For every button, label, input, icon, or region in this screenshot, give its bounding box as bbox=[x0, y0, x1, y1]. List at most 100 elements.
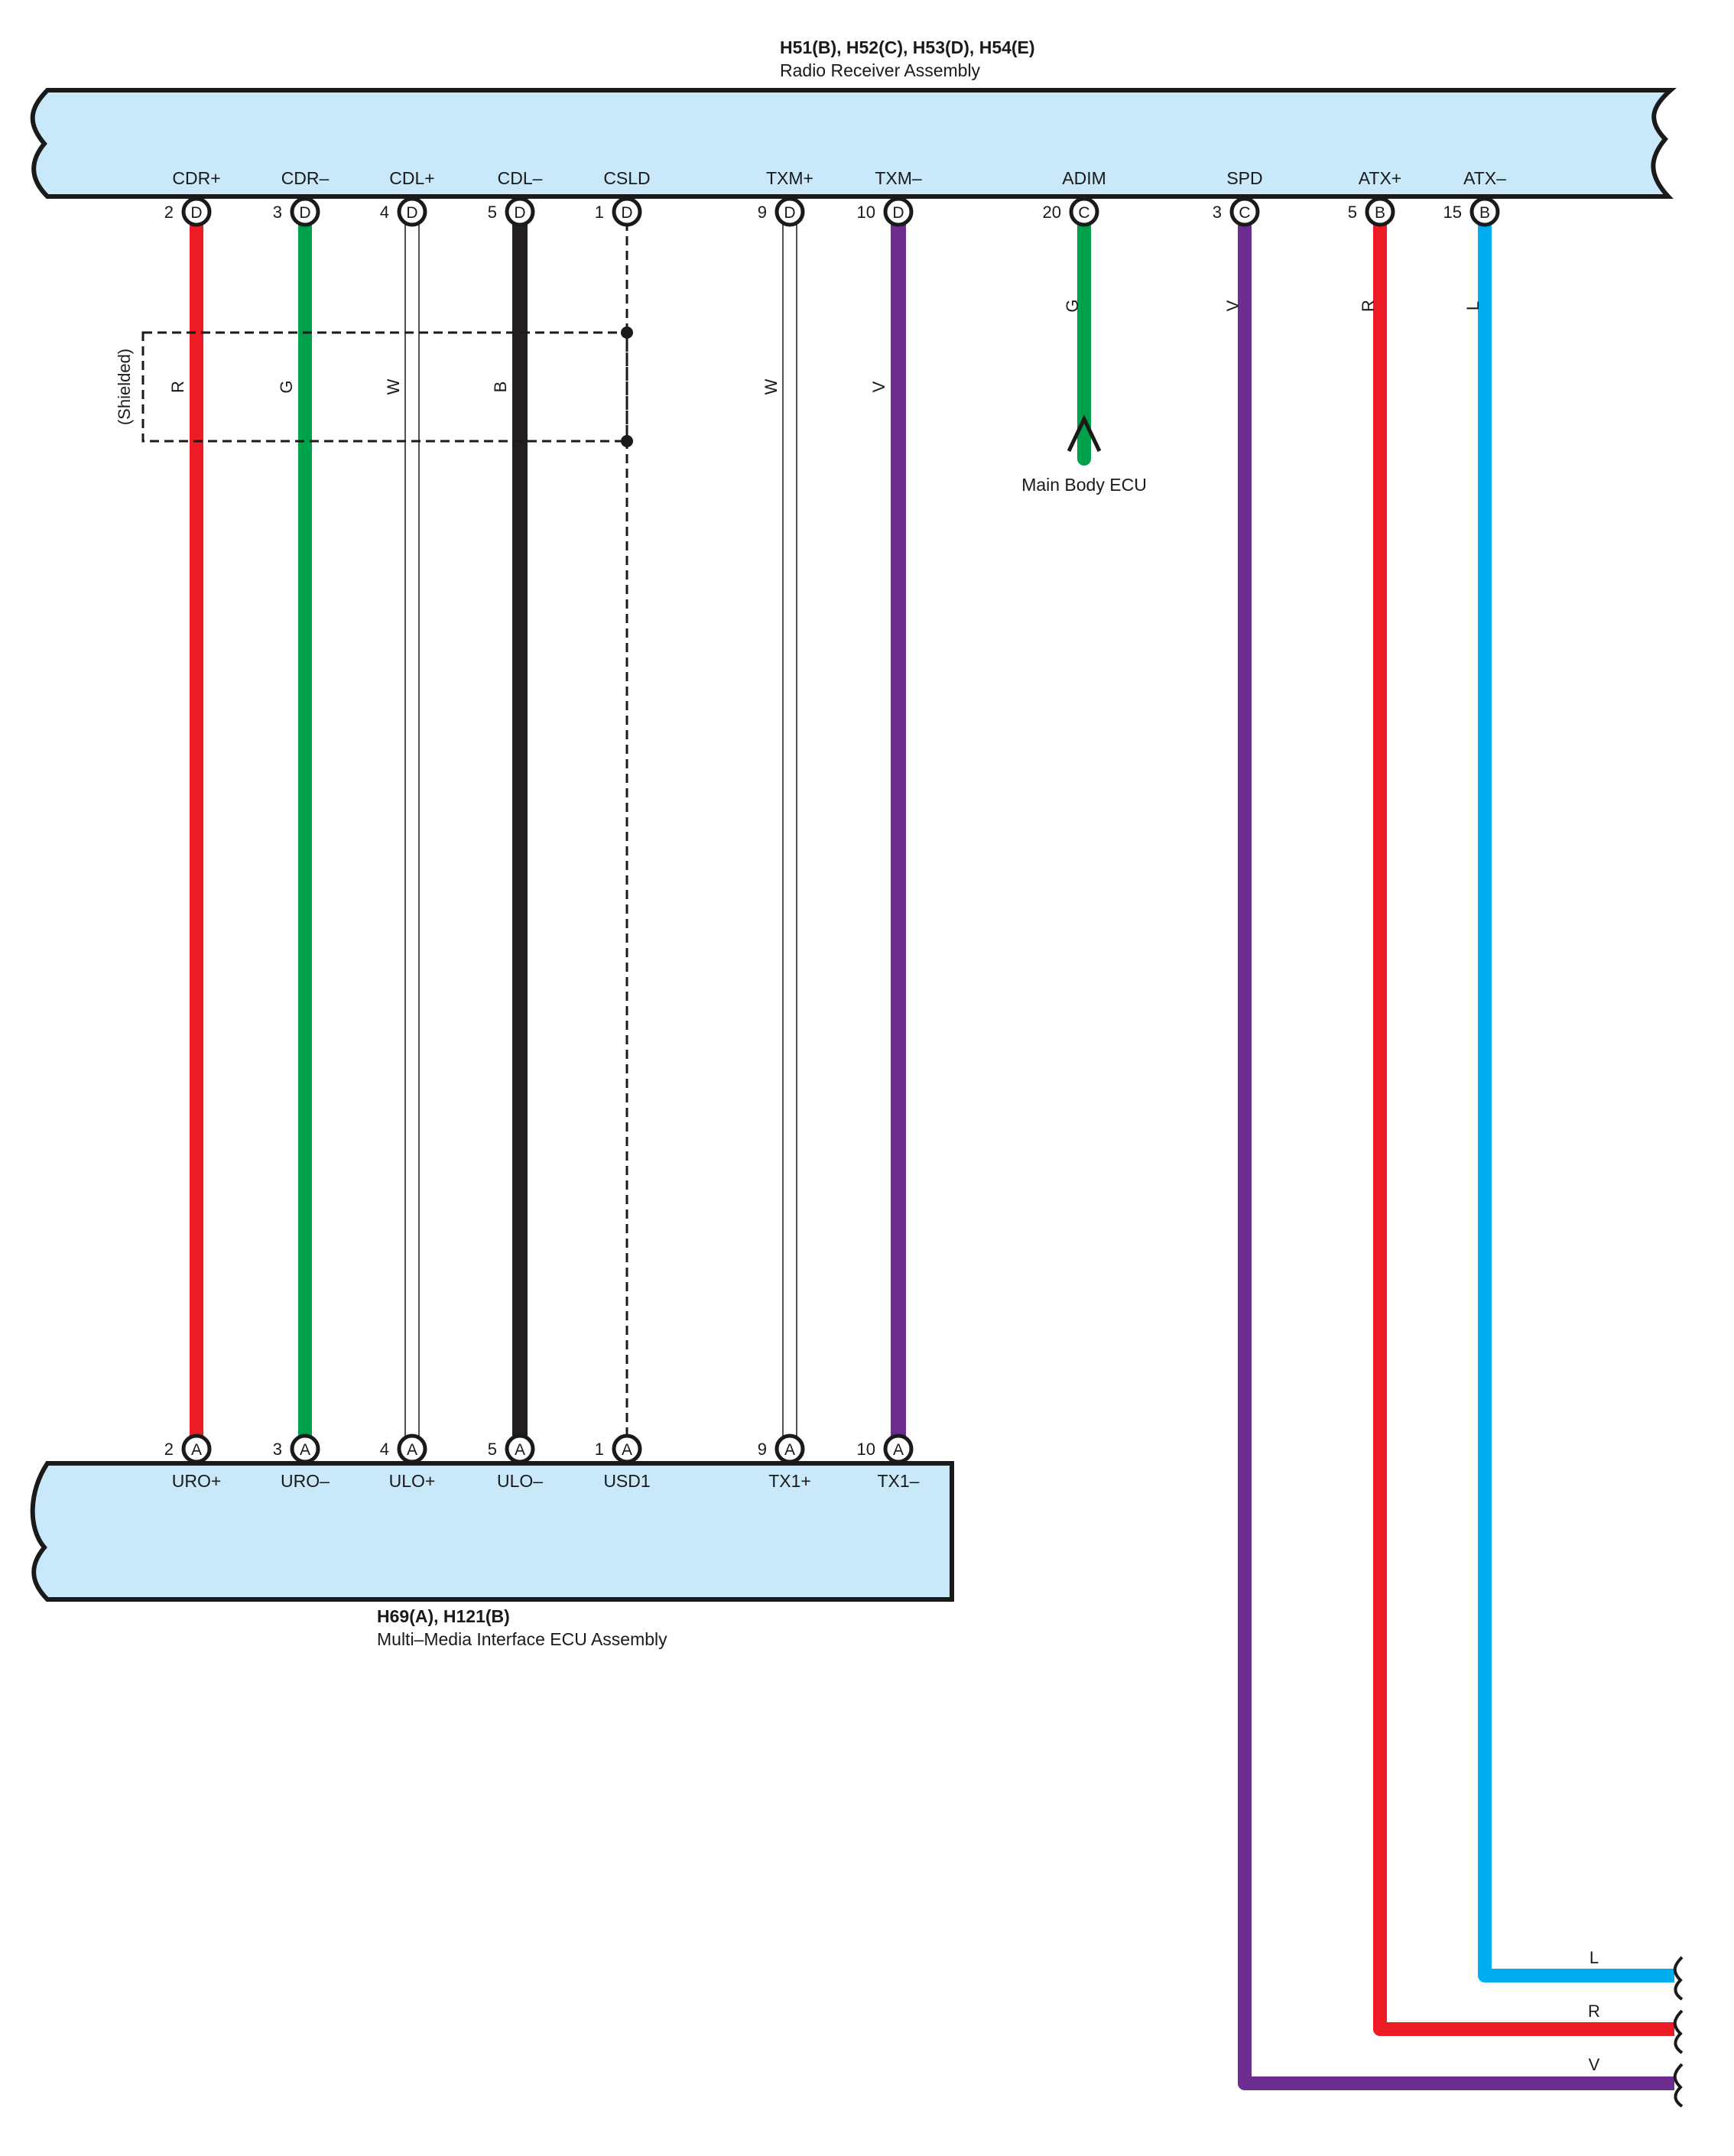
svg-text:D: D bbox=[892, 204, 904, 222]
signal-label: USD1 bbox=[603, 1471, 650, 1491]
shield-box bbox=[141, 326, 633, 447]
wire-color-label: R bbox=[168, 381, 187, 393]
svg-text:4: 4 bbox=[380, 1440, 389, 1459]
signal-label: ADIM bbox=[1062, 168, 1106, 188]
svg-text:20: 20 bbox=[1043, 203, 1061, 222]
mmi-ecu-connectors: H69(A), H121(B) bbox=[377, 1606, 510, 1626]
pin-marker: A 10 bbox=[857, 1434, 914, 1464]
svg-text:D: D bbox=[406, 204, 417, 222]
svg-text:D: D bbox=[784, 204, 795, 222]
signal-label: CDL– bbox=[498, 168, 543, 188]
svg-text:A: A bbox=[622, 1441, 632, 1459]
svg-text:3: 3 bbox=[1213, 203, 1222, 222]
svg-text:D: D bbox=[514, 204, 525, 222]
svg-text:5: 5 bbox=[488, 203, 497, 222]
radio-receiver-box bbox=[30, 88, 1677, 199]
wire-color-label: W bbox=[384, 378, 403, 395]
svg-text:3: 3 bbox=[273, 1440, 282, 1459]
svg-text:B: B bbox=[1479, 204, 1490, 222]
svg-text:D: D bbox=[299, 204, 310, 222]
wire-cdl-plus bbox=[404, 221, 420, 1450]
top-pins: D2 D3 D4 D5 D1 D9 D10 C20 C3 B5 B15 bbox=[164, 196, 1500, 227]
pin-marker: C20 bbox=[1043, 196, 1099, 227]
pin-marker: A1 bbox=[595, 1434, 642, 1464]
signal-label: CSLD bbox=[603, 168, 650, 188]
svg-text:D: D bbox=[621, 204, 632, 222]
svg-text:1: 1 bbox=[595, 203, 604, 222]
svg-text:A: A bbox=[300, 1441, 310, 1459]
svg-text:A: A bbox=[784, 1441, 795, 1459]
mmi-ecu-name: Multi–Media Interface ECU Assembly bbox=[377, 1629, 667, 1649]
pin-marker: B5 bbox=[1348, 196, 1395, 227]
svg-text:A: A bbox=[407, 1441, 417, 1459]
pin-marker: A4 bbox=[380, 1434, 427, 1464]
svg-text:9: 9 bbox=[758, 203, 767, 222]
wire-color-label: V bbox=[869, 381, 888, 392]
svg-text:C: C bbox=[1239, 204, 1250, 222]
signal-label: TX1+ bbox=[768, 1471, 811, 1491]
continuation-break-marks bbox=[1673, 1956, 1684, 2108]
wire-atx-minus bbox=[1478, 222, 1674, 1982]
signal-label: TXM+ bbox=[766, 168, 813, 188]
wire-txm-minus bbox=[891, 222, 906, 1449]
signal-label: CDR– bbox=[281, 168, 330, 188]
continue-label-l: L bbox=[1590, 1948, 1599, 1967]
top-signal-labels: CDR+ CDR– CDL+ CDL– CSLD TXM+ TXM– ADIM … bbox=[172, 168, 1506, 188]
svg-text:A: A bbox=[515, 1441, 525, 1459]
signal-label: ULO– bbox=[497, 1471, 543, 1491]
signal-label: TX1– bbox=[878, 1471, 920, 1491]
svg-text:1: 1 bbox=[595, 1440, 604, 1459]
wire-cdl-minus bbox=[512, 222, 528, 1449]
bottom-pins: A2 A3 A4 A5 A1 A9 A10 bbox=[164, 1434, 914, 1464]
svg-text:A: A bbox=[191, 1441, 202, 1459]
svg-text:15: 15 bbox=[1443, 203, 1462, 222]
wire-atx-plus bbox=[1373, 222, 1674, 2036]
wire-txm-plus bbox=[782, 221, 797, 1450]
wire-color-label: R bbox=[1359, 300, 1378, 312]
pin-marker: D5 bbox=[488, 196, 535, 227]
svg-text:5: 5 bbox=[488, 1440, 497, 1459]
shielded-label: (Shielded) bbox=[115, 349, 134, 425]
pin-marker: A3 bbox=[273, 1434, 320, 1464]
signal-label: CDL+ bbox=[389, 168, 434, 188]
svg-text:9: 9 bbox=[758, 1440, 767, 1459]
pin-marker: D3 bbox=[273, 196, 320, 227]
svg-text:2: 2 bbox=[164, 1440, 174, 1459]
wire-color-label: L bbox=[1463, 301, 1482, 310]
signal-label: ATX+ bbox=[1359, 168, 1401, 188]
svg-text:10: 10 bbox=[857, 1440, 875, 1459]
pin-marker: D2 bbox=[164, 196, 212, 227]
signal-label: URO+ bbox=[172, 1471, 222, 1491]
pin-marker: A2 bbox=[164, 1434, 212, 1464]
continue-label-r: R bbox=[1588, 2002, 1600, 2021]
pin-marker: C3 bbox=[1213, 196, 1260, 227]
signal-label: ATX– bbox=[1463, 168, 1506, 188]
svg-text:4: 4 bbox=[380, 203, 389, 222]
wire-adim bbox=[1067, 215, 1102, 466]
signal-label: CDR+ bbox=[172, 168, 220, 188]
continue-label-v: V bbox=[1589, 2055, 1600, 2074]
main-body-ecu-label: Main Body ECU bbox=[1021, 475, 1147, 495]
radio-receiver-connectors: H51(B), H52(C), H53(D), H54(E) bbox=[780, 37, 1035, 57]
svg-text:B: B bbox=[1375, 204, 1385, 222]
pin-marker: B 15 bbox=[1443, 196, 1500, 227]
mmi-ecu-box bbox=[30, 1461, 954, 1602]
pin-marker: D1 bbox=[595, 196, 642, 227]
wire-spd bbox=[1238, 222, 1674, 2090]
wire-color-label: B bbox=[491, 382, 510, 393]
pin-marker: D4 bbox=[380, 196, 427, 227]
signal-label: SPD bbox=[1226, 168, 1262, 188]
wire-color-label: W bbox=[761, 378, 781, 395]
pin-marker: D9 bbox=[758, 196, 805, 227]
wire-cdr-plus bbox=[190, 222, 203, 1449]
signal-label: TXM– bbox=[875, 168, 922, 188]
svg-text:A: A bbox=[893, 1441, 904, 1459]
svg-text:D: D bbox=[190, 204, 202, 222]
pin-marker: D 10 bbox=[857, 196, 914, 227]
radio-receiver-name: Radio Receiver Assembly bbox=[780, 60, 981, 80]
wire-color-label: G bbox=[277, 380, 296, 393]
wire-color-label: G bbox=[1063, 299, 1082, 312]
pin-marker: A5 bbox=[488, 1434, 535, 1464]
svg-text:10: 10 bbox=[857, 203, 875, 222]
